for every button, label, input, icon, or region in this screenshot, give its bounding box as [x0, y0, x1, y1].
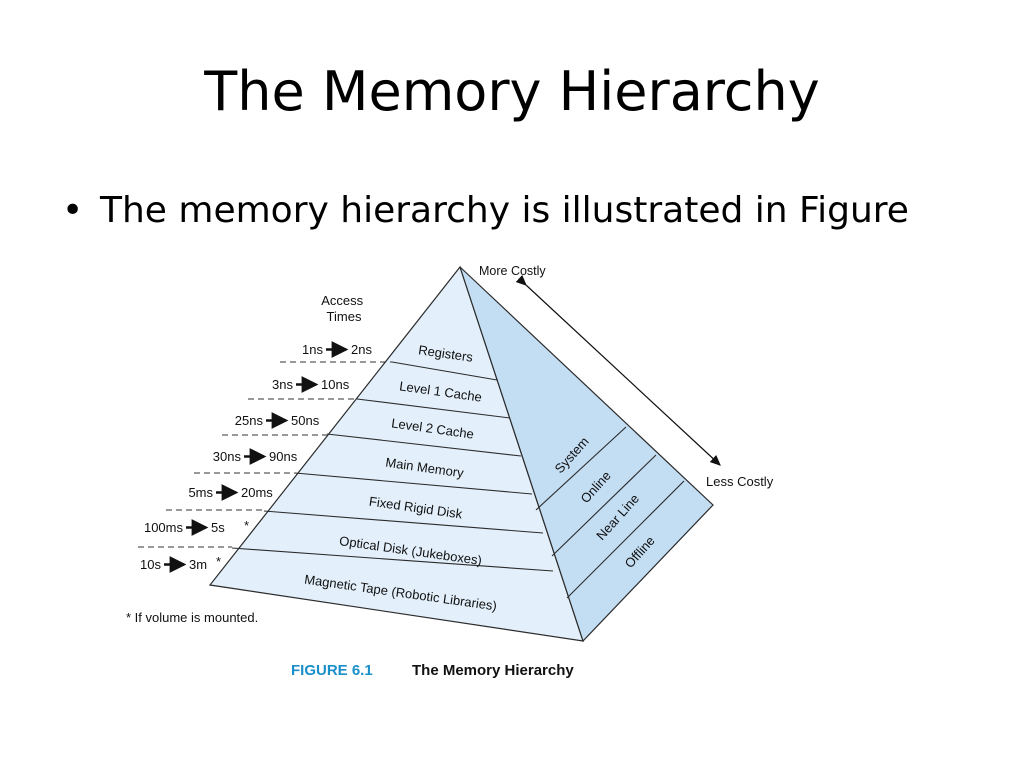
less-costly-label: Less Costly: [706, 474, 774, 489]
bullet-text: The memory hierarchy is illustrated in F…: [100, 190, 909, 231]
figure-caption-number: FIGURE 6.1: [291, 662, 373, 679]
more-costly-label: More Costly: [479, 264, 546, 278]
bullet-item: • The memory hierarchy is illustrated in…: [62, 190, 909, 231]
access-time-mark: *: [244, 518, 249, 533]
access-time-to: 10ns: [321, 377, 350, 392]
access-time-from: 25ns: [235, 413, 264, 428]
access-time-to: 3m: [189, 557, 207, 572]
access-time-from: 10s: [140, 557, 161, 572]
access-time-mark: *: [216, 554, 221, 569]
slide-title: The Memory Hierarchy: [204, 60, 820, 123]
access-time-rows: 1ns 2ns 3ns 10ns 25ns 50ns 30ns 90ns 5ms…: [138, 341, 392, 573]
access-time-from: 30ns: [213, 449, 242, 464]
access-time-from: 100ms: [144, 520, 184, 535]
access-time-to: 20ms: [241, 485, 273, 500]
front-band-lines: [231, 361, 554, 572]
access-time-from: 5ms: [188, 485, 213, 500]
access-time-from: 3ns: [272, 377, 293, 392]
access-time-to: 50ns: [291, 413, 320, 428]
figure-caption-title: The Memory Hierarchy: [412, 662, 574, 679]
access-time-from: 1ns: [302, 342, 323, 357]
access-times-label: Access Times: [321, 293, 367, 324]
access-time-to: 5s: [211, 520, 225, 535]
footnote: * If volume is mounted.: [126, 610, 258, 625]
access-time-to: 90ns: [269, 449, 298, 464]
bullet-glyph: •: [62, 190, 84, 231]
access-time-to: 2ns: [351, 342, 372, 357]
cost-double-arrow: [515, 274, 721, 466]
